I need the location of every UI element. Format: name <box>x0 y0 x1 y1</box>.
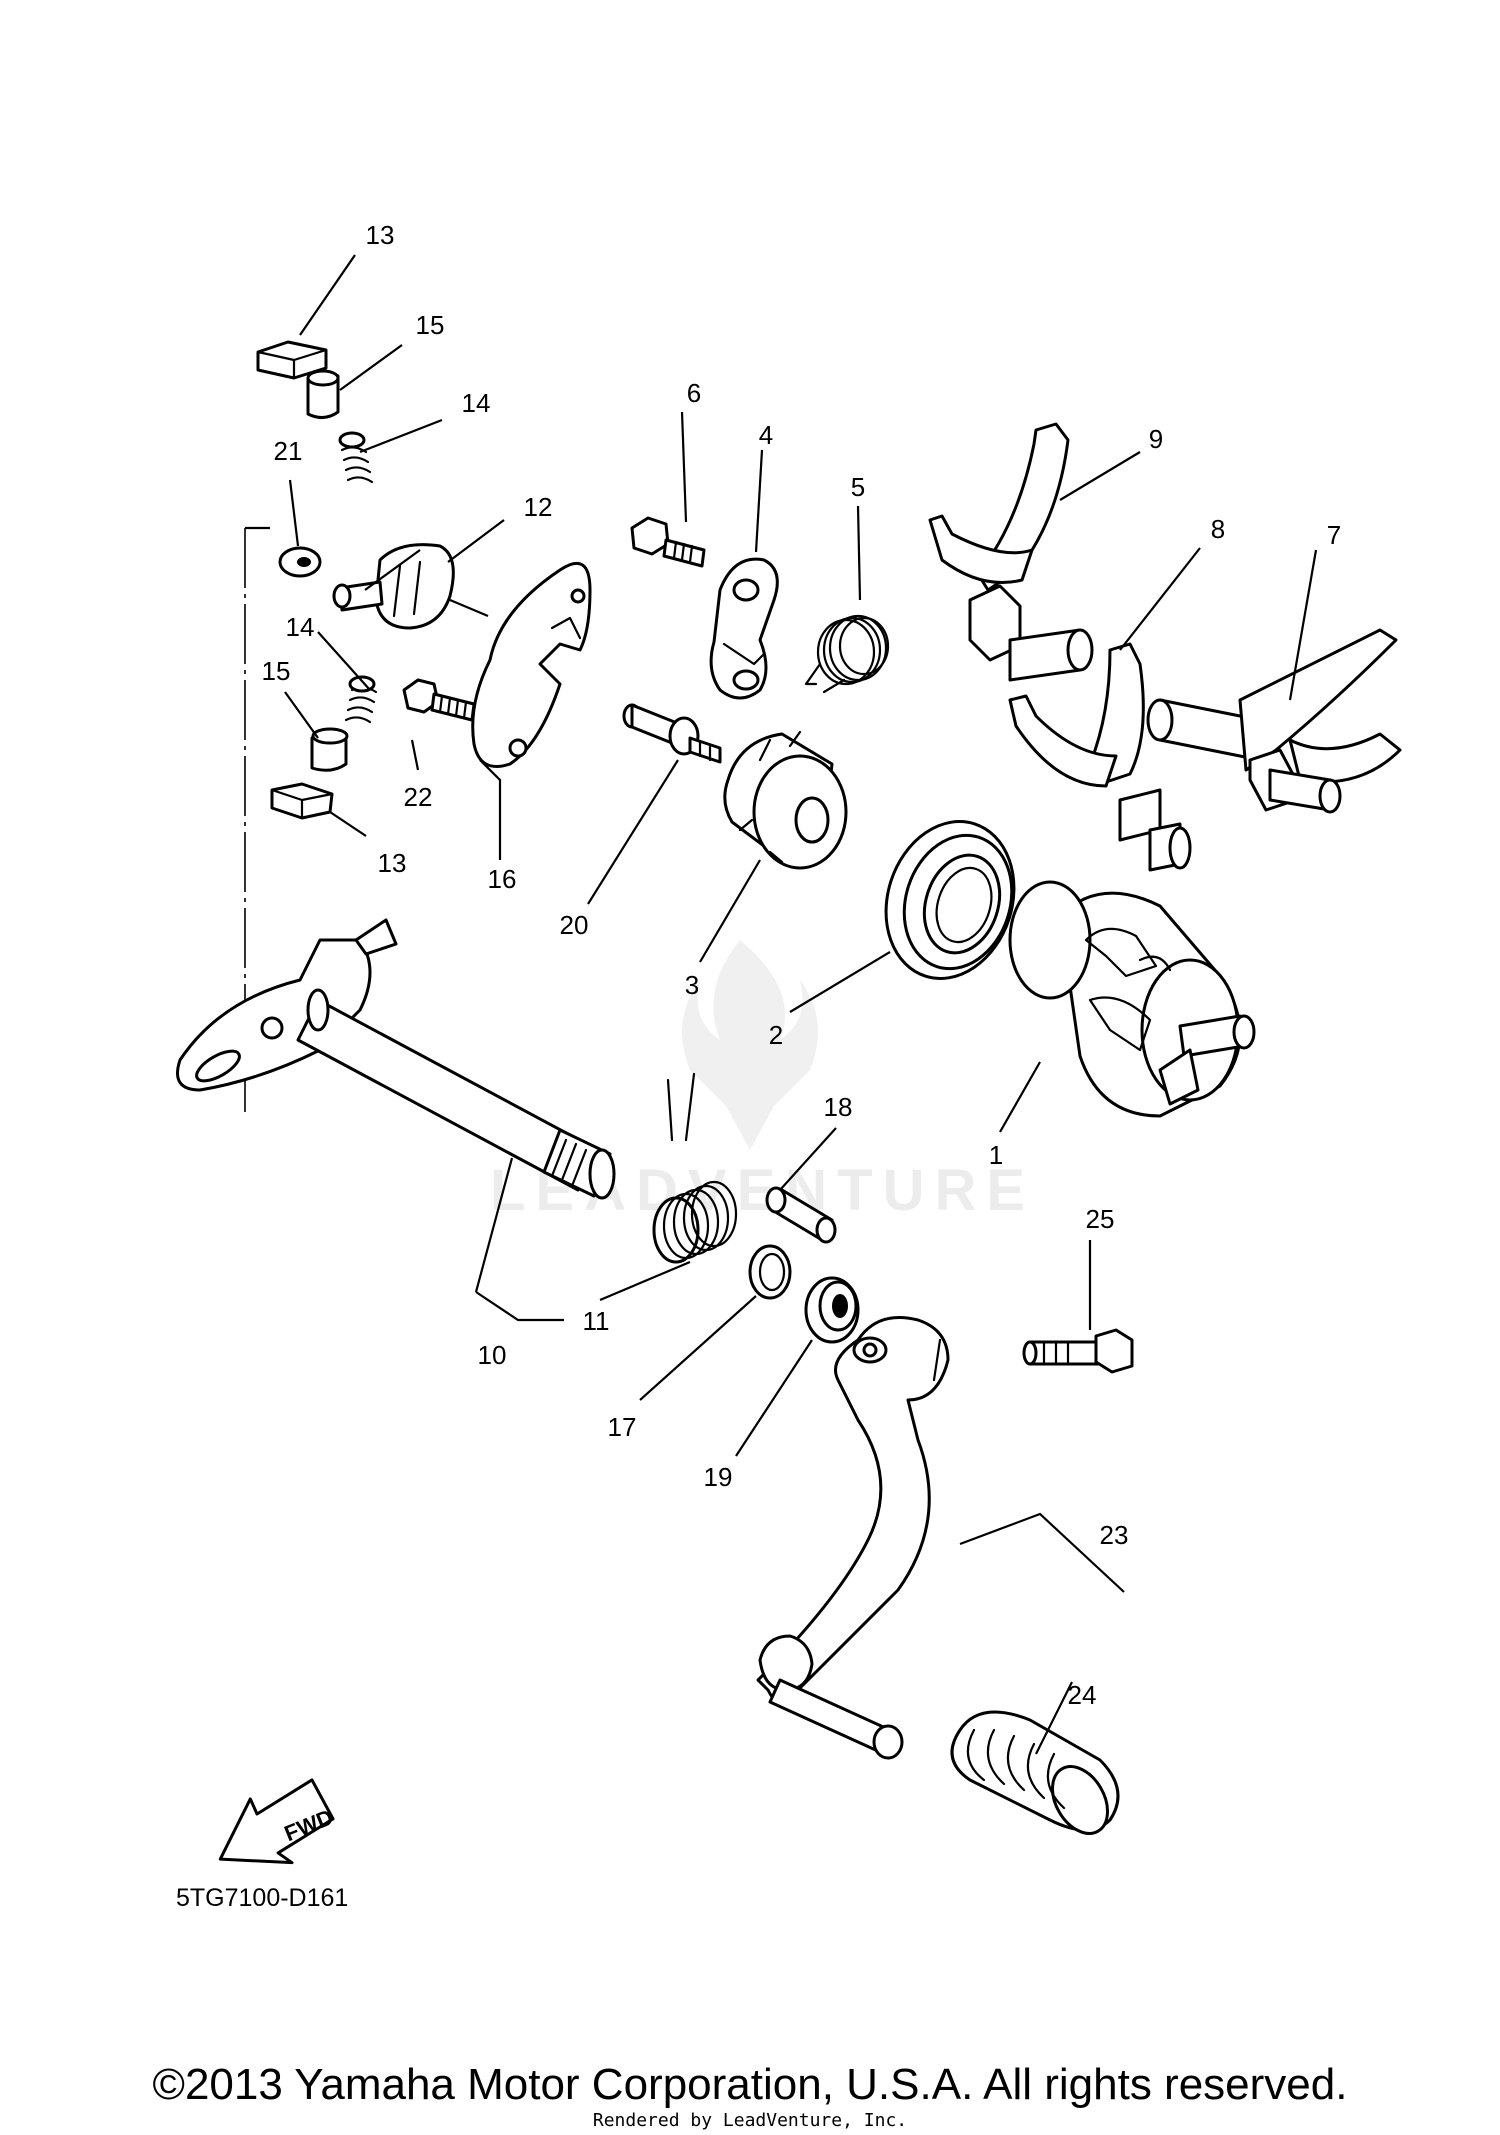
part-16-stopper-plate[interactable] <box>471 561 592 768</box>
label-19: 19 <box>704 1462 733 1492</box>
label-18: 18 <box>824 1092 853 1122</box>
label-7: 7 <box>1327 520 1341 550</box>
label-6: 6 <box>687 378 701 408</box>
copyright-notice: ©2013 Yamaha Motor Corporation, U.S.A. A… <box>152 2060 1348 2109</box>
label-13-top: 13 <box>366 220 395 250</box>
label-25: 25 <box>1086 1204 1115 1234</box>
leader-lines <box>284 254 1318 1755</box>
label-14-top: 14 <box>462 388 491 418</box>
label-10: 10 <box>478 1340 507 1370</box>
part-5-torsion-spring[interactable] <box>804 614 890 694</box>
label-24: 24 <box>1068 1680 1097 1710</box>
label-16: 16 <box>488 864 517 894</box>
label-21: 21 <box>274 436 303 466</box>
label-14-lower: 14 <box>286 612 315 642</box>
part-24-pedal-rubber[interactable] <box>950 1710 1120 1843</box>
label-8: 8 <box>1211 514 1225 544</box>
part-20-pin[interactable] <box>622 703 722 764</box>
label-15-lower: 15 <box>262 656 291 686</box>
label-15-top: 15 <box>416 310 445 340</box>
part-15-lower-pin[interactable] <box>310 727 349 772</box>
part-1-shift-drum[interactable] <box>1008 880 1256 1118</box>
part-4-stopper-lever[interactable] <box>709 557 779 700</box>
label-11: 11 <box>583 1306 610 1336</box>
label-13-lower: 13 <box>378 848 407 878</box>
watermark-flame-icon <box>682 940 818 1130</box>
part-13-lower-key[interactable] <box>270 782 334 820</box>
part-3-segment[interactable] <box>723 730 848 870</box>
part-number-labels: 13 15 14 21 12 14 15 22 13 16 6 4 5 9 8 … <box>262 220 1342 1710</box>
rendered-by-notice: Rendered by LeadVenture, Inc. <box>592 2110 908 2131</box>
label-2: 2 <box>769 1020 783 1050</box>
label-4: 4 <box>759 420 773 450</box>
part-7-shift-fork[interactable] <box>1146 628 1402 814</box>
part-11-spring[interactable] <box>652 1072 738 1264</box>
label-9: 9 <box>1149 424 1163 454</box>
fwd-arrow-icon: FWD <box>218 1778 337 1865</box>
part-18-dowel-pin[interactable] <box>765 1186 837 1244</box>
part-17-washer[interactable] <box>748 1244 792 1300</box>
part-14-top-spring[interactable] <box>338 431 374 484</box>
part-15-top-pin[interactable] <box>306 369 340 419</box>
label-3: 3 <box>685 970 699 1000</box>
diagram-code: 5TG7100-D161 <box>176 1884 348 1912</box>
label-5: 5 <box>851 472 865 502</box>
part-2-bearing[interactable] <box>866 805 1033 995</box>
part-8-shift-fork[interactable] <box>1008 642 1192 872</box>
watermark-v-icon <box>690 1040 810 1150</box>
part-12-segment[interactable] <box>332 543 455 630</box>
part-9-shift-fork[interactable] <box>928 422 1094 682</box>
label-23: 23 <box>1100 1520 1129 1550</box>
label-22: 22 <box>404 782 433 812</box>
label-1: 1 <box>989 1140 1003 1170</box>
part-6-bolt[interactable] <box>630 516 706 568</box>
part-13-top-key[interactable] <box>256 340 328 380</box>
part-10-shift-shaft[interactable] <box>176 918 616 1200</box>
part-14-lower-spring[interactable] <box>344 675 378 724</box>
part-22-bolt[interactable] <box>402 678 476 722</box>
label-12: 12 <box>524 492 553 522</box>
part-25-bolt[interactable] <box>1022 1328 1134 1374</box>
label-17: 17 <box>608 1412 637 1442</box>
label-20: 20 <box>560 910 589 940</box>
part-19-oil-seal[interactable] <box>804 1276 860 1344</box>
part-23-shift-pedal[interactable] <box>756 1316 950 1760</box>
part-21-washer[interactable] <box>278 546 322 578</box>
